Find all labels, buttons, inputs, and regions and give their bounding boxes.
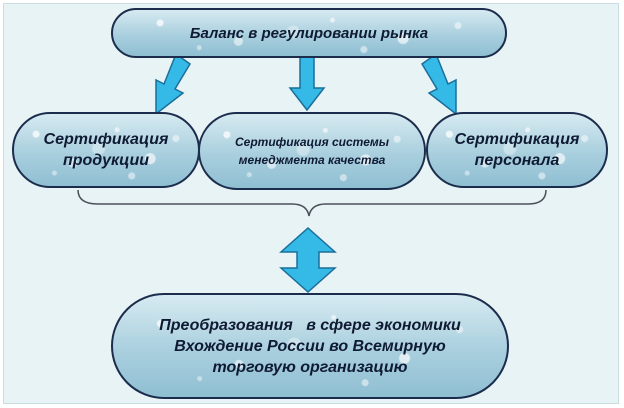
node-label-line: менеджмента качества <box>238 153 386 167</box>
node-product-certification: Сертификация продукции <box>12 112 200 188</box>
node-market-balance-text: Баланс в регулировании рынка <box>189 24 429 42</box>
node-label-line: продукции <box>62 152 150 169</box>
arrow-to-product-cert <box>155 52 191 116</box>
node-economic-transformation: Преобразования в сфере экономики Вхожден… <box>111 293 509 399</box>
arrow-to-management-cert <box>288 56 326 112</box>
node-label-line: Сертификация системы <box>235 135 389 149</box>
grouping-brace <box>77 189 547 217</box>
node-label-line: торговую организацию <box>212 358 408 376</box>
node-label-line: Преобразования в сфере экономики <box>159 316 461 334</box>
double-arrow-vertical <box>279 226 337 294</box>
arrow-to-personnel-cert <box>421 52 457 116</box>
node-market-balance: Баланс в регулировании рынка <box>111 8 507 58</box>
node-management-system-certification: Сертификация системы менеджмента качеств… <box>198 112 426 190</box>
node-label-line: персонала <box>474 152 560 169</box>
node-label-line: Сертификация <box>454 131 580 148</box>
node-label-line: Сертификация <box>43 131 169 148</box>
node-personnel-certification: Сертификация персонала <box>426 112 608 188</box>
node-label-line: Вхождение России во Всемирную <box>174 337 446 355</box>
